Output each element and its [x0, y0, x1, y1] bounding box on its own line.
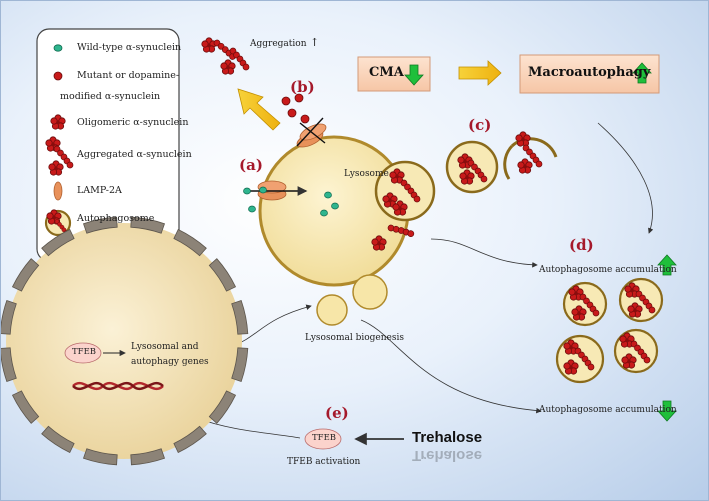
biogenesis-to-accumulation: [360, 319, 542, 414]
lysosome-to-accumulation: [430, 238, 538, 268]
autophagosome-in-lysosome: [374, 160, 436, 222]
nuclear-envelope-segment: [11, 390, 40, 424]
dna-helix-icon: [72, 381, 164, 391]
phagophore-c: [503, 131, 558, 180]
panel-letter-c: (c): [468, 116, 492, 134]
nuclear-envelope-segment: [231, 347, 249, 383]
mutant-synuclein-icon: [53, 71, 63, 81]
tfeb-cytoplasm-label: TFEB: [312, 433, 337, 443]
wild-type-dot: [248, 205, 256, 213]
new-lysosome: [352, 274, 388, 310]
tfeb-nucleus-label: TFEB: [72, 347, 97, 357]
panel-letter-e: (e): [325, 404, 349, 422]
accumulated-autophagosome: [555, 334, 605, 384]
cma-label: CMA: [369, 65, 404, 80]
panel-letter-a: (a): [239, 156, 263, 174]
mutant-dot: [287, 108, 297, 118]
nuclear-envelope-segment: [208, 258, 237, 292]
macro-to-accumulation: [597, 122, 654, 234]
trehalose-label: Trehalose: [412, 429, 483, 446]
panel-letter-d: (d): [569, 236, 594, 254]
nuclear-envelope-segment: [130, 216, 166, 234]
accumulated-autophagosome: [562, 281, 608, 327]
accumulated-autophagosome: [618, 277, 664, 323]
tfeb-cytoplasm-badge: [304, 428, 342, 450]
nuclear-envelope-segment: [1, 299, 17, 335]
legend-label-mutant: Mutant or dopamine-: [77, 70, 180, 81]
tfeb-to-nucleus: [196, 417, 301, 439]
wild-type-synuclein-icon: [53, 44, 63, 52]
mutant-dot: [294, 93, 304, 103]
wild-type-dot: [243, 187, 251, 195]
autophagosome-icon: [44, 209, 72, 237]
nuclear-envelope-segment: [82, 448, 118, 466]
nuclear-envelope-segment: [173, 228, 207, 257]
aggregate-cluster-top: [201, 36, 250, 75]
trehalose-reflection: Trehalose: [412, 447, 483, 464]
nuclear-envelope-segment: [208, 390, 237, 424]
genes-label-line1: Lysosomal and: [131, 342, 199, 352]
cma-down-arrow: [404, 64, 424, 86]
aggregation-up-symbol: ↑: [310, 36, 320, 49]
wild-type-dot: [331, 202, 339, 210]
wild-type-dot: [259, 186, 267, 194]
lysosomal-biogenesis-label: Lysosomal biogenesis: [305, 333, 404, 343]
aggregation-label: Aggregation: [250, 39, 307, 49]
aggregation-arrow: [237, 88, 281, 131]
nuclear-envelope-segment: [173, 425, 207, 454]
tfeb-activation-label: TFEB activation: [287, 457, 361, 467]
mutant-dot: [281, 96, 291, 106]
lamp2a-icon: [53, 181, 63, 201]
legend-label-wild-type: Wild-type α-synuclein: [77, 42, 182, 53]
legend-label-aggregated: Aggregated α-synuclein: [77, 149, 192, 160]
autophagosome-c: [445, 140, 499, 194]
legend-label-mutant-cont: modified α-synuclein: [60, 91, 161, 102]
legend-label-autophagosome: Autophagosome: [77, 213, 155, 224]
legend-label-oligomeric: Oligomeric α-synuclein: [77, 117, 189, 128]
mutant-dot: [300, 114, 310, 124]
nuclear-envelope: [1, 216, 249, 466]
nuclear-envelope-segment: [11, 258, 40, 292]
legend-label-lamp2a: LAMP-2A: [77, 185, 122, 196]
macroautophagy-box: [519, 54, 660, 94]
macroautophagy-label: Macroautophagy: [528, 65, 651, 80]
cma-to-macro-arrow: [458, 60, 502, 86]
lysosome-label: Lysosome: [344, 169, 389, 179]
accumulation-down-label: Autophagosome accumulation: [539, 405, 677, 415]
accumulation-down-arrow: [657, 400, 677, 422]
accumulation-up-arrow: [657, 254, 677, 276]
panel-letter-b: (b): [290, 78, 315, 96]
nuclear-envelope-segment: [130, 448, 166, 466]
wild-type-dot: [320, 209, 328, 217]
nuclear-envelope-segment: [41, 425, 75, 454]
macroautophagy-up-arrow: [632, 62, 652, 84]
blocked-lamp2a: [296, 117, 327, 148]
nuclear-envelope-segment: [1, 347, 17, 383]
nuclear-envelope-segment: [82, 216, 118, 234]
nucleus: [6, 223, 242, 459]
tfeb-nucleus-badge: [64, 342, 102, 364]
nuclear-envelope-segment: [231, 299, 249, 335]
accumulation-up-label: Autophagosome accumulation: [539, 265, 677, 275]
wild-type-dot: [324, 191, 332, 199]
genes-label-line2: autophagy genes: [131, 357, 209, 367]
nuclear-envelope-segment: [41, 228, 75, 257]
new-lysosome: [316, 294, 348, 326]
accumulated-autophagosome: [613, 328, 659, 374]
